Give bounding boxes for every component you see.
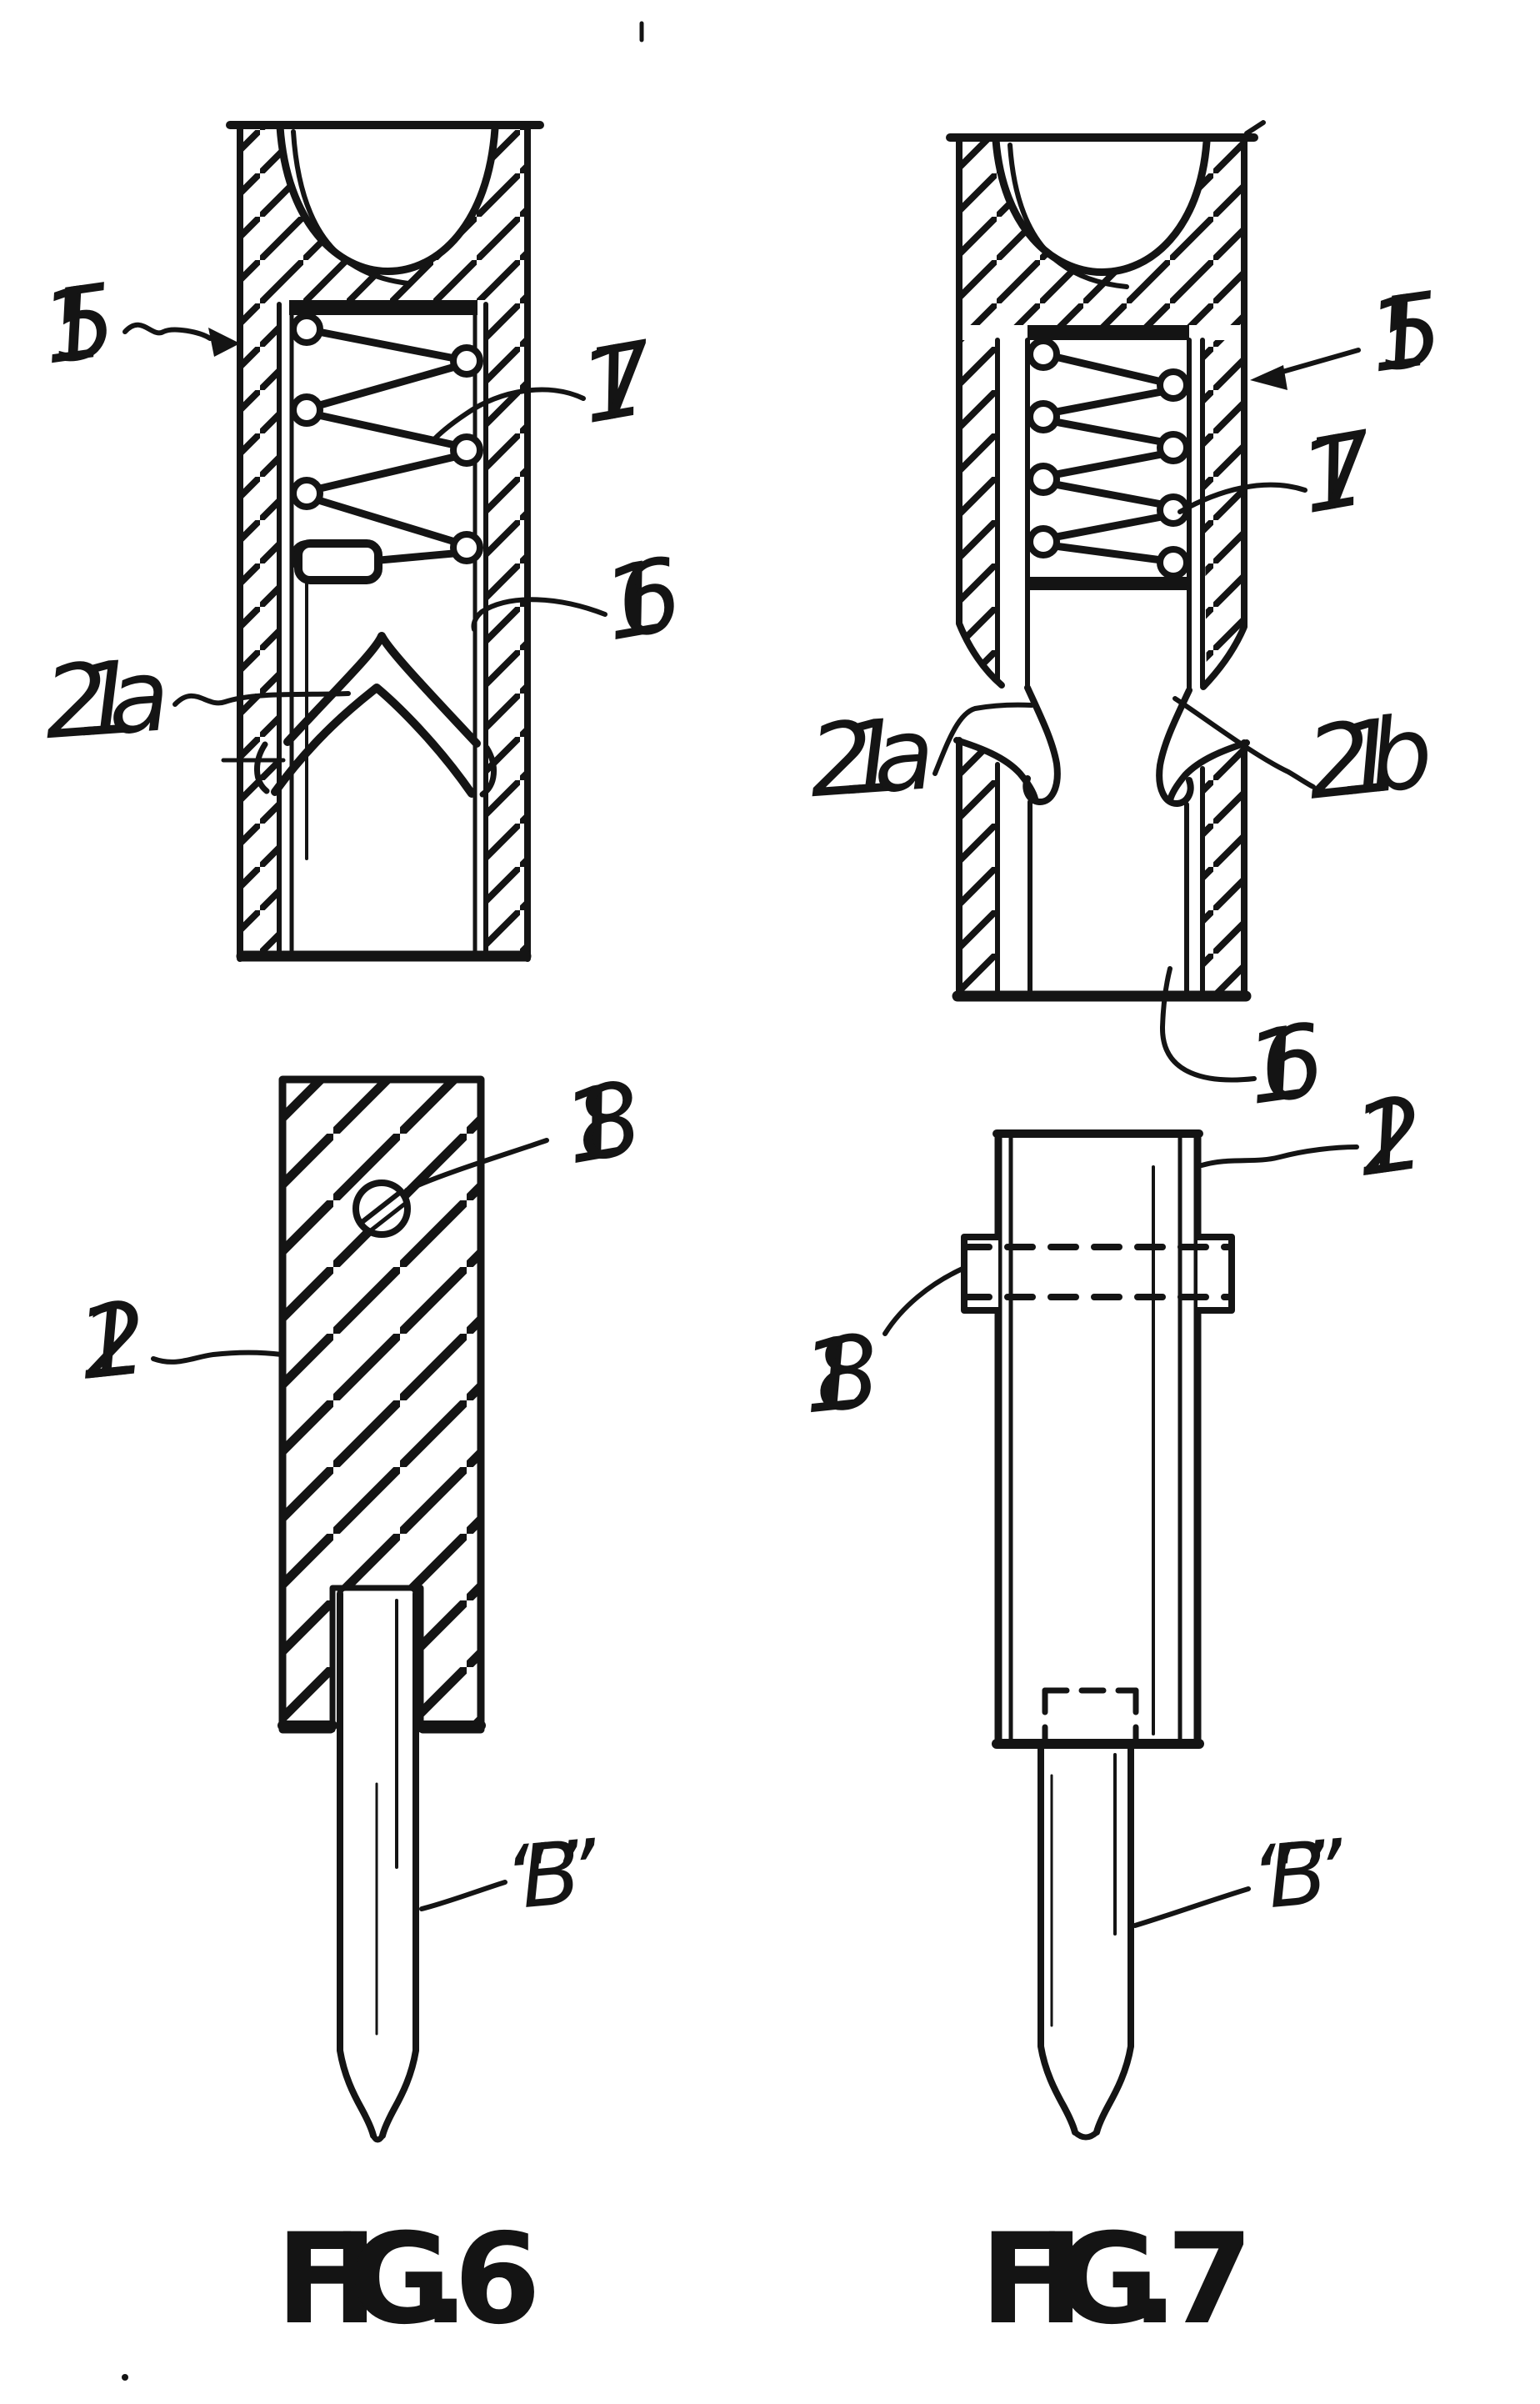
fig6-leaders [122,323,608,1911]
fig7-tube [961,1129,1235,1749]
fig7-arrowhead-15 [1250,365,1288,390]
fig6-label-16: 16 [595,537,691,664]
fig7-bit [1038,1743,1134,2141]
fig7-pin-tab-left [961,1234,1002,1314]
fig7-caption: FIG. 7 [980,2207,1253,2352]
fig6-bit [337,1585,419,2143]
fig7-spring [1027,325,1190,590]
fig6-label-B12: 12 [71,1280,152,1403]
fig7-label-17: 17 [1292,410,1384,537]
fig6-latch-nose [254,632,498,798]
fig7-sleeve [946,120,1266,1002]
fig6-assembly: 15 17 16 21a 18 12 “B” FIG. 6 [34,121,691,2352]
fig6-label-B: “B” [500,1820,602,1929]
fig7-label-21a: 21a [806,696,938,820]
fig7-label-15: 15 [1361,271,1449,396]
fig6-label-21a: 21a [41,638,173,762]
fig7-pin-tab-right [1194,1234,1235,1314]
scan-artifacts [122,21,644,2381]
fig7-label-B: “B” [1247,1820,1349,1929]
fig7-label-12: 12 [1346,1075,1432,1199]
fig6-ball [276,123,499,286]
fig6-label-18: 18 [555,1060,651,1188]
fig7-leaders [882,348,1361,1928]
fig6-label-17: 17 [572,320,664,447]
fig7-notch-lip-21a [1022,684,1061,805]
fig6-spring-keeper [294,539,382,584]
fig6-spring [289,300,483,584]
fig7-sleeve-hatch [959,138,1244,994]
fig6-sleeve [221,121,544,962]
fig6-label-15: 15 [34,263,122,388]
fig7-assembly: 15 17 21a 21b 16 12 18 “B” FIG. 7 [797,120,1450,2352]
fig7-label-18: 18 [797,1314,885,1437]
fig7-ball [992,136,1211,289]
fig7-label-16: 16 [1239,1003,1331,1128]
fig6-plunger-hatch [282,1079,481,1730]
fig6-arrowhead-15 [208,328,240,357]
fig6-plunger [278,1075,486,1734]
fig7-label-21b: 21b [1302,694,1438,823]
fig6-sleeve-hatch [240,125,528,956]
fig6-caption: FIG. 6 [276,2207,541,2352]
